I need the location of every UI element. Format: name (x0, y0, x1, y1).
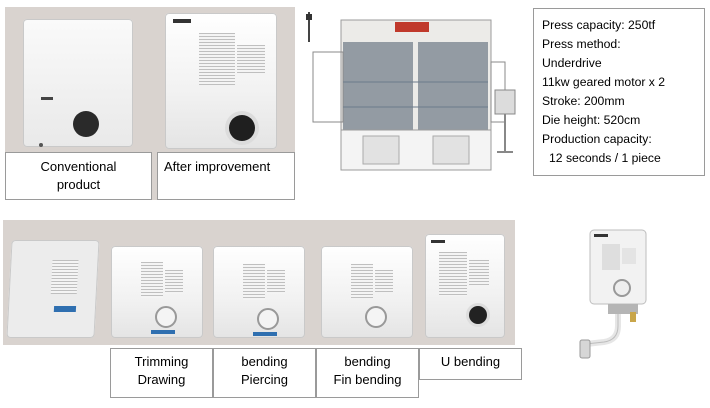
step3-line2: Fin bending (333, 372, 402, 387)
step-u-bending-caption: U bending (419, 348, 522, 380)
conventional-product-image (23, 19, 133, 147)
spec-stroke: Stroke: 200mm (542, 94, 625, 108)
press-machine-image (303, 12, 523, 178)
press-spec-box: Press capacity: 250tf Press method: Unde… (533, 8, 705, 176)
step3-line1: bending (344, 354, 391, 369)
step-bending-piercing-caption: bending Piercing (213, 348, 316, 398)
step-trimming-drawing-caption: Trimming Drawing (110, 348, 213, 398)
after-improvement-caption: After improvement (157, 152, 295, 200)
spec-press-method-value: Underdrive (542, 56, 602, 70)
spec-press-method: Press method: (542, 37, 621, 51)
improved-product-image (165, 13, 277, 149)
step1-line2: Drawing (137, 372, 186, 387)
spec-production-capacity-value: 12 seconds / 1 piece (549, 151, 661, 165)
after-improvement-text: After improvement (164, 159, 271, 174)
spec-motor: 11kw geared motor x 2 (542, 75, 666, 89)
spec-production-capacity: Production capacity: (542, 132, 652, 146)
step2-line2: Piercing (241, 372, 288, 387)
process-stage-blank-image (6, 240, 100, 338)
step2-line1: bending (241, 354, 288, 369)
finished-water-heater-image (560, 222, 670, 382)
press-machine-drawing (303, 12, 523, 178)
step1-line1: Trimming (134, 354, 189, 369)
water-heater-drawing (579, 229, 647, 359)
step4-line1: U bending (440, 354, 501, 369)
step-bending-fin-bending-caption: bending Fin bending (316, 348, 419, 398)
comparison-photo: Conventional product After improvement (5, 7, 295, 200)
process-stage-bending-piercing-image (213, 246, 305, 338)
process-stage-fin-bending-image (321, 246, 413, 338)
conventional-product-caption: Conventional product (5, 152, 152, 200)
spec-press-capacity: Press capacity: 250tf (542, 18, 656, 32)
process-stage-u-bending-image (425, 234, 505, 338)
process-strip-photo (3, 220, 515, 345)
spec-die-height: Die height: 520cm (542, 113, 641, 127)
conventional-caption-line2: product (56, 177, 101, 192)
process-stage-trimming-image (111, 246, 203, 338)
conventional-caption-line1: Conventional (40, 159, 117, 174)
